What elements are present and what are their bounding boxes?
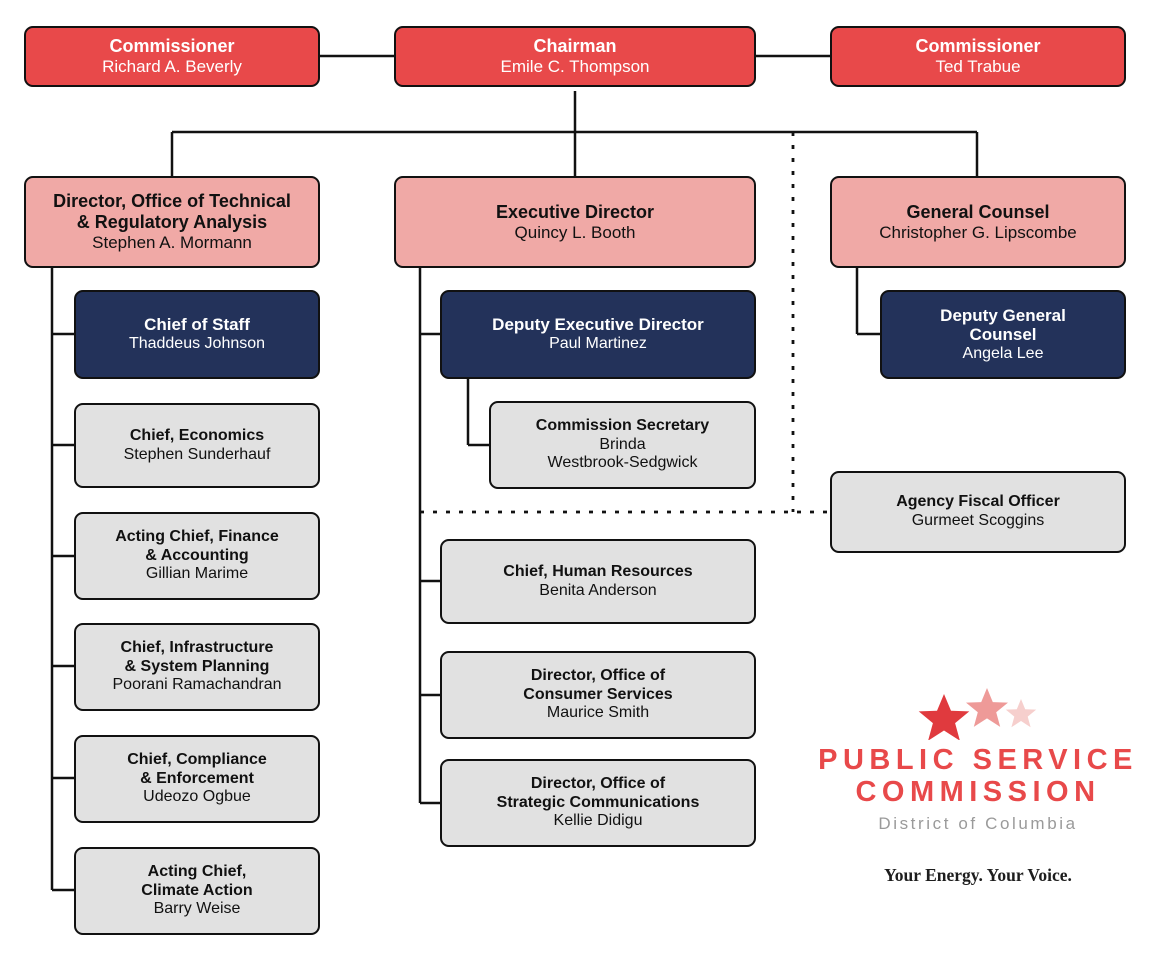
- node-director-consumer-services[interactable]: Director, Office of Consumer Services Ma…: [440, 651, 756, 739]
- star-large-icon: [918, 694, 970, 740]
- node-title-line1: Director, Office of Technical: [53, 191, 291, 212]
- stars-icon: [918, 688, 1037, 740]
- node-commissioner-trabue[interactable]: Commissioner Ted Trabue: [830, 26, 1126, 87]
- node-title-line1: Chief, Infrastructure: [120, 639, 274, 657]
- logo-subtitle: District of Columbia: [878, 813, 1078, 833]
- node-acting-chief-climate-action[interactable]: Acting Chief, Climate Action Barry Weise: [74, 847, 320, 935]
- node-title-line1: Acting Chief,: [147, 863, 247, 881]
- node-name-line2: Westbrook-Sedgwick: [547, 454, 698, 472]
- node-chief-infrastructure-system-planning[interactable]: Chief, Infrastructure & System Planning …: [74, 623, 320, 711]
- node-title-line2: Strategic Communications: [496, 793, 700, 811]
- node-title-line2: Counsel: [969, 325, 1037, 345]
- node-general-counsel[interactable]: General Counsel Christopher G. Lipscombe: [830, 176, 1126, 268]
- node-title-line1: Chief of Staff: [144, 315, 250, 335]
- node-name: Poorani Ramachandran: [112, 676, 282, 694]
- node-name: Richard A. Beverly: [102, 57, 242, 77]
- logo-line2: COMMISSION: [855, 776, 1101, 809]
- node-deputy-executive-director[interactable]: Deputy Executive Director Paul Martinez: [440, 290, 756, 379]
- node-title: Chairman: [533, 36, 617, 57]
- node-chairman-thompson[interactable]: Chairman Emile C. Thompson: [394, 26, 756, 87]
- node-title: Commissioner: [915, 36, 1041, 57]
- node-chief-compliance-enforcement[interactable]: Chief, Compliance & Enforcement Udeozo O…: [74, 735, 320, 823]
- node-title-line2: & System Planning: [124, 657, 270, 675]
- node-director-technical-regulatory-analysis[interactable]: Director, Office of Technical & Regulato…: [24, 176, 320, 268]
- node-deputy-general-counsel[interactable]: Deputy General Counsel Angela Lee: [880, 290, 1126, 379]
- node-title-line1: Commission Secretary: [535, 417, 710, 435]
- star-medium-icon: [966, 688, 1008, 727]
- psc-logo: PUBLIC SERVICE COMMISSION District of Co…: [818, 688, 1132, 903]
- node-title-line1: Executive Director: [495, 201, 655, 222]
- node-title-line2: Climate Action: [141, 881, 253, 899]
- node-title: Commissioner: [109, 36, 235, 57]
- node-commissioner-beverly[interactable]: Commissioner Richard A. Beverly: [24, 26, 320, 87]
- node-acting-chief-finance-accounting[interactable]: Acting Chief, Finance & Accounting Gilli…: [74, 512, 320, 600]
- node-title-line2: & Regulatory Analysis: [76, 212, 268, 233]
- node-name: Udeozo Ogbue: [143, 788, 251, 806]
- node-name: Gurmeet Scoggins: [911, 512, 1045, 529]
- node-title-line2: Consumer Services: [523, 685, 673, 703]
- node-name-line1: Brinda: [599, 435, 646, 453]
- logo-line1: PUBLIC SERVICE: [818, 744, 1138, 776]
- node-title-line1: Chief, Economics: [129, 426, 265, 444]
- node-chief-human-resources[interactable]: Chief, Human Resources Benita Anderson: [440, 539, 756, 624]
- node-title-line1: Director, Office of: [530, 775, 666, 793]
- node-name: Angela Lee: [962, 344, 1044, 362]
- node-title-line1: Chief, Compliance: [127, 751, 267, 769]
- node-executive-director[interactable]: Executive Director Quincy L. Booth: [394, 176, 756, 268]
- node-name: Thaddeus Johnson: [128, 335, 266, 353]
- node-title-line2: & Enforcement: [140, 769, 254, 787]
- node-commission-secretary[interactable]: Commission Secretary Brinda Westbrook-Se…: [489, 401, 756, 489]
- node-name: Christopher G. Lipscombe: [879, 222, 1077, 242]
- node-name-line1: Benita Anderson: [539, 581, 657, 599]
- node-title-line1: Chief, Human Resources: [503, 562, 693, 580]
- node-name: Paul Martinez: [549, 335, 647, 353]
- node-name: Barry Weise: [153, 900, 241, 918]
- logo-tagline: Your Energy. Your Voice.: [884, 864, 1072, 885]
- node-title-line1: General Counsel: [906, 201, 1050, 222]
- node-title-line1: Acting Chief, Finance: [115, 528, 279, 546]
- node-title-line2: & Accounting: [145, 546, 249, 564]
- node-chief-of-staff[interactable]: Chief of Staff Thaddeus Johnson: [74, 290, 320, 379]
- node-name: Quincy L. Booth: [514, 222, 636, 242]
- node-name-line1: Maurice Smith: [546, 704, 650, 722]
- node-title-line1: Director, Office of: [530, 667, 666, 685]
- node-title-line1: Deputy Executive Director: [492, 315, 704, 335]
- node-name-line1: Kellie Didigu: [553, 812, 643, 830]
- node-name: Stephen Sunderhauf: [123, 445, 271, 463]
- node-agency-fiscal-officer[interactable]: Agency Fiscal Officer Gurmeet Scoggins: [830, 471, 1126, 553]
- node-name: Stephen A. Mormann: [92, 233, 252, 253]
- node-name: Gillian Marime: [145, 565, 249, 583]
- node-title-line1: Deputy General: [940, 305, 1066, 325]
- node-director-strategic-communications[interactable]: Director, Office of Strategic Communicat…: [440, 759, 756, 847]
- node-title-line1: Agency Fiscal Officer: [896, 493, 1060, 511]
- logo-stars: [908, 688, 1048, 740]
- node-name: Ted Trabue: [935, 57, 1021, 77]
- node-chief-economics[interactable]: Chief, Economics Stephen Sunderhauf: [74, 403, 320, 488]
- node-name: Emile C. Thompson: [500, 57, 650, 77]
- star-small-icon: [1005, 699, 1037, 728]
